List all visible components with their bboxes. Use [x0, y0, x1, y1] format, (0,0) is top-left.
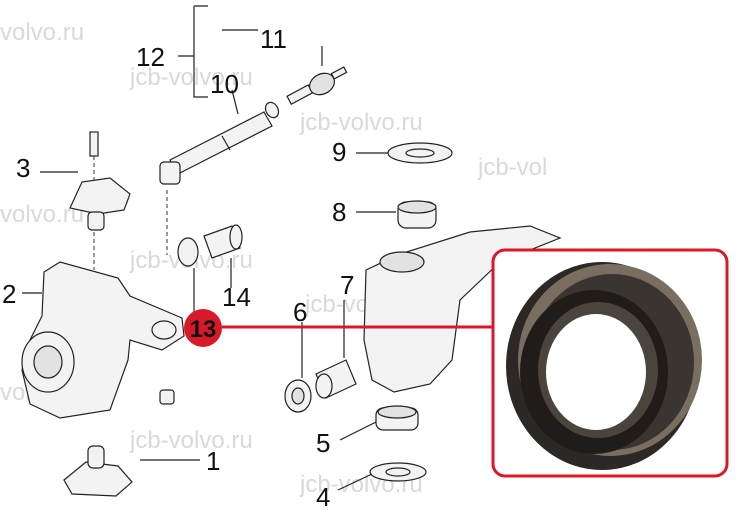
callout-10[interactable]: 10 — [210, 69, 239, 99]
tie-rod-assembly — [159, 5, 348, 255]
callout-3[interactable]: 3 — [16, 153, 30, 183]
callout-13-badge[interactable]: 13 — [184, 309, 222, 347]
bracket-12 — [178, 5, 208, 98]
ball-joint-11 — [286, 66, 348, 105]
watermark: jcb-vol — [477, 154, 547, 181]
watermark: jcb-volvo.ru — [299, 109, 423, 136]
bearing-5 — [339, 405, 419, 441]
watermark: volvo.ru — [0, 201, 84, 228]
callout-labels: 11 12 10 9 3 8 7 2 14 6 5 1 4 — [2, 24, 354, 512]
callout-8[interactable]: 8 — [332, 197, 346, 227]
steering-knuckle-2 — [21, 261, 185, 419]
plate-1 — [63, 445, 200, 497]
watermark: jcb-volvo.ru — [129, 64, 253, 91]
washer-9 — [356, 142, 453, 164]
watermark: volvo.ru — [0, 19, 84, 46]
callout-14[interactable]: 14 — [222, 282, 251, 312]
callout-9[interactable]: 9 — [332, 137, 346, 167]
plate-3 — [40, 131, 131, 270]
bushing-8 — [356, 200, 437, 229]
oil-seal-13-detail — [506, 262, 702, 470]
callout-2[interactable]: 2 — [2, 279, 16, 309]
callout-7[interactable]: 7 — [340, 270, 354, 300]
callout-11[interactable]: 11 — [260, 24, 287, 54]
callout-4[interactable]: 4 — [316, 482, 330, 512]
callout-5[interactable]: 5 — [316, 428, 330, 458]
rod-10 — [159, 89, 280, 255]
callout-6[interactable]: 6 — [293, 297, 307, 327]
axle-housing — [363, 225, 562, 393]
washer-4 — [337, 462, 427, 491]
bushing-14 — [177, 224, 243, 312]
bushing-7 — [315, 300, 357, 399]
leader-10 — [231, 89, 239, 115]
seal-6 — [284, 322, 312, 413]
callout-1[interactable]: 1 — [206, 446, 220, 476]
callout-12[interactable]: 12 — [136, 42, 165, 72]
callout-13-label: 13 — [190, 316, 217, 343]
watermark: jcb-volvo.ru — [129, 427, 253, 454]
